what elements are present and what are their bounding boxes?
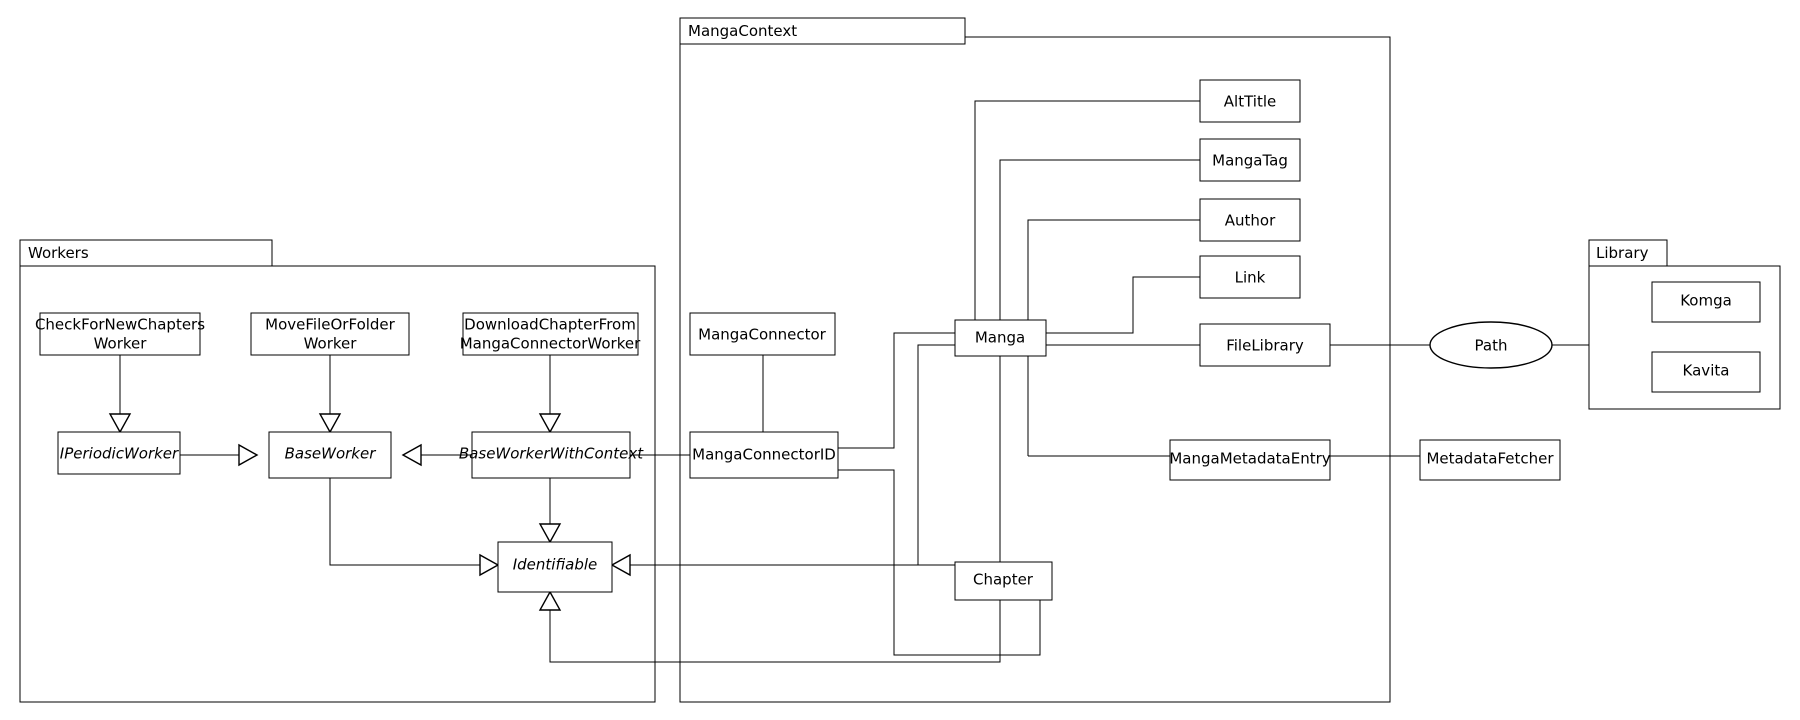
arrowheads xyxy=(108,413,631,611)
node-manga-tag[interactable]: MangaTag xyxy=(1199,138,1301,182)
node-iperiodic-worker-label: IPeriodicWorker xyxy=(60,445,179,463)
edge-manga-to-mangatag xyxy=(999,159,1200,333)
package-workers-body xyxy=(19,265,656,703)
edge-manga-to-alttitle xyxy=(974,100,1200,333)
node-base-worker-label: BaseWorker xyxy=(285,445,377,463)
arrowhead-identifiable-right xyxy=(610,553,631,577)
node-manga-connector[interactable]: MangaConnector xyxy=(689,312,836,356)
node-manga-box[interactable] xyxy=(954,319,1047,357)
node-base-worker-with-context-box[interactable] xyxy=(471,431,631,479)
edge-manga-to-author xyxy=(1027,219,1200,356)
node-manga[interactable]: Manga xyxy=(954,319,1047,357)
node-iperiodic-worker-box[interactable] xyxy=(57,431,181,475)
node-manga-label: Manga xyxy=(975,329,1025,347)
package-workers-tab xyxy=(19,239,273,267)
node-base-worker-with-context-label: BaseWorkerWithContext xyxy=(459,445,644,463)
arrowhead-identifiable-bottom xyxy=(538,590,562,611)
node-move-file-or-folder-worker-box[interactable] xyxy=(250,312,410,356)
node-alt-title-label: AltTitle xyxy=(1224,93,1276,111)
edge-mangaconnectorid-to-manga xyxy=(838,332,955,449)
package-library-label: Library xyxy=(1596,244,1649,262)
node-check-for-new-chapters-worker-line1: CheckForNewChapters xyxy=(35,316,205,334)
node-kavita-box[interactable] xyxy=(1651,351,1761,393)
node-manga-connector-label: MangaConnector xyxy=(698,326,827,344)
edges xyxy=(119,100,1589,663)
node-author-label: Author xyxy=(1225,212,1276,230)
node-metadata-fetcher-label: MetadataFetcher xyxy=(1426,450,1554,468)
node-file-library-box[interactable] xyxy=(1199,323,1331,367)
node-komga-label: Komga xyxy=(1680,292,1732,310)
node-manga-metadata-entry[interactable]: MangaMetadataEntry xyxy=(1169,439,1331,481)
node-check-for-new-chapters-worker[interactable]: CheckForNewChapters Worker xyxy=(35,312,205,356)
arrowhead-iperiodicworker xyxy=(108,413,132,434)
edge-chapter-bottom-to-identifiable xyxy=(549,592,1001,663)
arrowhead-baseworker-left xyxy=(238,443,259,467)
arrowhead-identifiable-left xyxy=(479,553,500,577)
node-manga-metadata-entry-box[interactable] xyxy=(1169,439,1331,481)
node-chapter-box[interactable] xyxy=(954,561,1053,601)
node-manga-connector-id-label: MangaConnectorID xyxy=(692,446,836,464)
node-move-file-or-folder-worker-line2: Worker xyxy=(304,335,358,353)
node-chapter-label: Chapter xyxy=(973,571,1034,589)
arrowhead-identifiable-top xyxy=(538,523,562,544)
package-manga-context-label: MangaContext xyxy=(688,22,797,40)
node-manga-connector-id[interactable]: MangaConnectorID xyxy=(689,431,839,479)
node-path-ellipse[interactable] xyxy=(1429,321,1553,369)
arrowhead-baseworkerwithcontext-top xyxy=(538,413,562,434)
package-workers-label: Workers xyxy=(28,244,89,262)
node-file-library-label: FileLibrary xyxy=(1226,337,1304,355)
node-download-chapter-from-manga-connector-worker-line1: DownloadChapterFrom xyxy=(464,316,636,334)
edge-manga-to-link xyxy=(1046,276,1200,334)
node-base-worker-with-context[interactable]: BaseWorkerWithContext xyxy=(459,431,644,479)
edge-mangaconnectorid-to-chapter xyxy=(838,469,1041,656)
node-author-box[interactable] xyxy=(1199,198,1301,242)
node-download-chapter-from-manga-connector-worker-line2: MangaConnectorWorker xyxy=(460,335,641,353)
package-manga-context: MangaContext xyxy=(679,17,1391,703)
node-path-label: Path xyxy=(1475,337,1508,355)
node-kavita-label: Kavita xyxy=(1683,362,1730,380)
node-link-label: Link xyxy=(1235,269,1266,287)
node-identifiable-label: Identifiable xyxy=(513,556,598,574)
node-komga-box[interactable] xyxy=(1651,281,1761,323)
node-manga-tag-box[interactable] xyxy=(1199,138,1301,182)
node-link[interactable]: Link xyxy=(1199,255,1301,299)
node-path[interactable]: Path xyxy=(1429,321,1553,369)
node-check-for-new-chapters-worker-line2: Worker xyxy=(94,335,148,353)
node-kavita[interactable]: Kavita xyxy=(1651,351,1761,393)
node-base-worker-box[interactable] xyxy=(268,431,392,479)
arrowhead-baseworker-top xyxy=(318,413,342,434)
node-move-file-or-folder-worker-line1: MoveFileOrFolder xyxy=(265,316,395,334)
node-alt-title-box[interactable] xyxy=(1199,79,1301,123)
nodes: CheckForNewChapters Worker MoveFileOrFol… xyxy=(35,79,1761,601)
node-identifiable-box[interactable] xyxy=(497,541,613,593)
arrowhead-baseworker-right xyxy=(401,443,422,467)
package-workers: Workers xyxy=(19,239,656,703)
node-metadata-fetcher-box[interactable] xyxy=(1419,439,1561,481)
edge-baseworker-to-identifiable xyxy=(329,478,498,566)
node-base-worker[interactable]: BaseWorker xyxy=(268,431,392,479)
package-manga-context-body xyxy=(679,36,1391,703)
node-manga-tag-label: MangaTag xyxy=(1212,152,1288,170)
node-chapter[interactable]: Chapter xyxy=(954,561,1053,601)
node-author[interactable]: Author xyxy=(1199,198,1301,242)
node-download-chapter-from-manga-connector-worker[interactable]: DownloadChapterFrom MangaConnectorWorker xyxy=(460,312,641,356)
node-manga-metadata-entry-label: MangaMetadataEntry xyxy=(1169,450,1330,468)
node-metadata-fetcher[interactable]: MetadataFetcher xyxy=(1419,439,1561,481)
node-komga[interactable]: Komga xyxy=(1651,281,1761,323)
node-link-box[interactable] xyxy=(1199,255,1301,299)
node-iperiodic-worker[interactable]: IPeriodicWorker xyxy=(57,431,181,475)
node-download-chapter-from-manga-connector-worker-box[interactable] xyxy=(462,312,639,356)
node-file-library[interactable]: FileLibrary xyxy=(1199,323,1331,367)
package-library-body xyxy=(1588,265,1781,410)
node-manga-connector-id-box[interactable] xyxy=(689,431,839,479)
package-library: Library xyxy=(1588,239,1781,410)
node-alt-title[interactable]: AltTitle xyxy=(1199,79,1301,123)
node-identifiable[interactable]: Identifiable xyxy=(497,541,613,593)
node-move-file-or-folder-worker[interactable]: MoveFileOrFolder Worker xyxy=(250,312,410,356)
node-check-for-new-chapters-worker-box[interactable] xyxy=(39,312,201,356)
node-manga-connector-box[interactable] xyxy=(689,312,836,356)
